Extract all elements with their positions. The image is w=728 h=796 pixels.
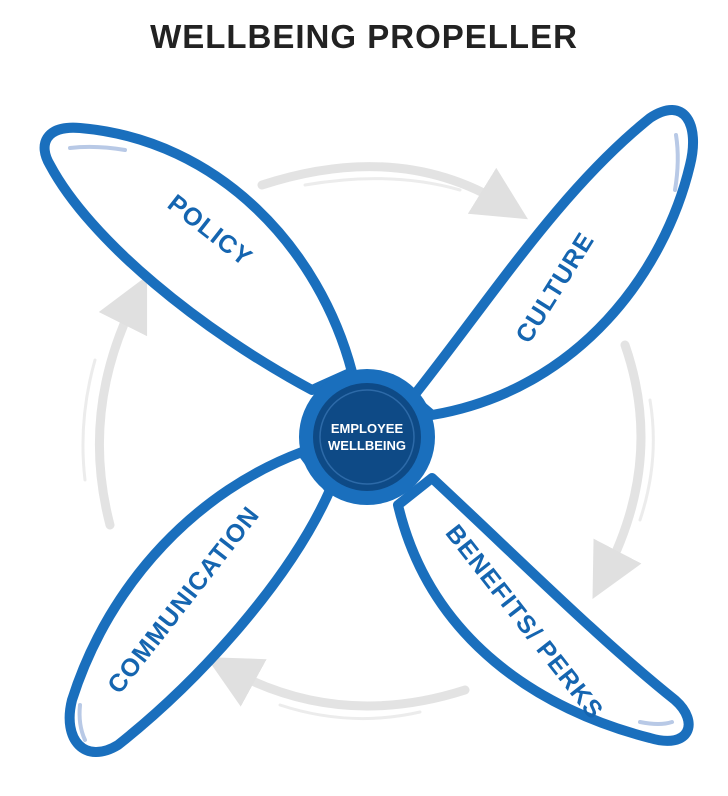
blade-communication[interactable] xyxy=(64,447,335,757)
arrow-left xyxy=(94,275,148,530)
blade-policy[interactable] xyxy=(39,122,357,395)
blade-culture[interactable] xyxy=(407,105,699,420)
blade-benefits[interactable] xyxy=(393,473,694,746)
arrow-right xyxy=(592,340,646,599)
arrow-top xyxy=(257,162,528,220)
hub-label-line2: WELLBEING xyxy=(328,438,406,453)
arrow-bottom xyxy=(206,657,470,711)
hub-center[interactable] xyxy=(313,383,421,491)
diagram-title: WELLBEING PROPELLER xyxy=(150,18,578,55)
hub-label-line1: EMPLOYEE xyxy=(331,421,404,436)
